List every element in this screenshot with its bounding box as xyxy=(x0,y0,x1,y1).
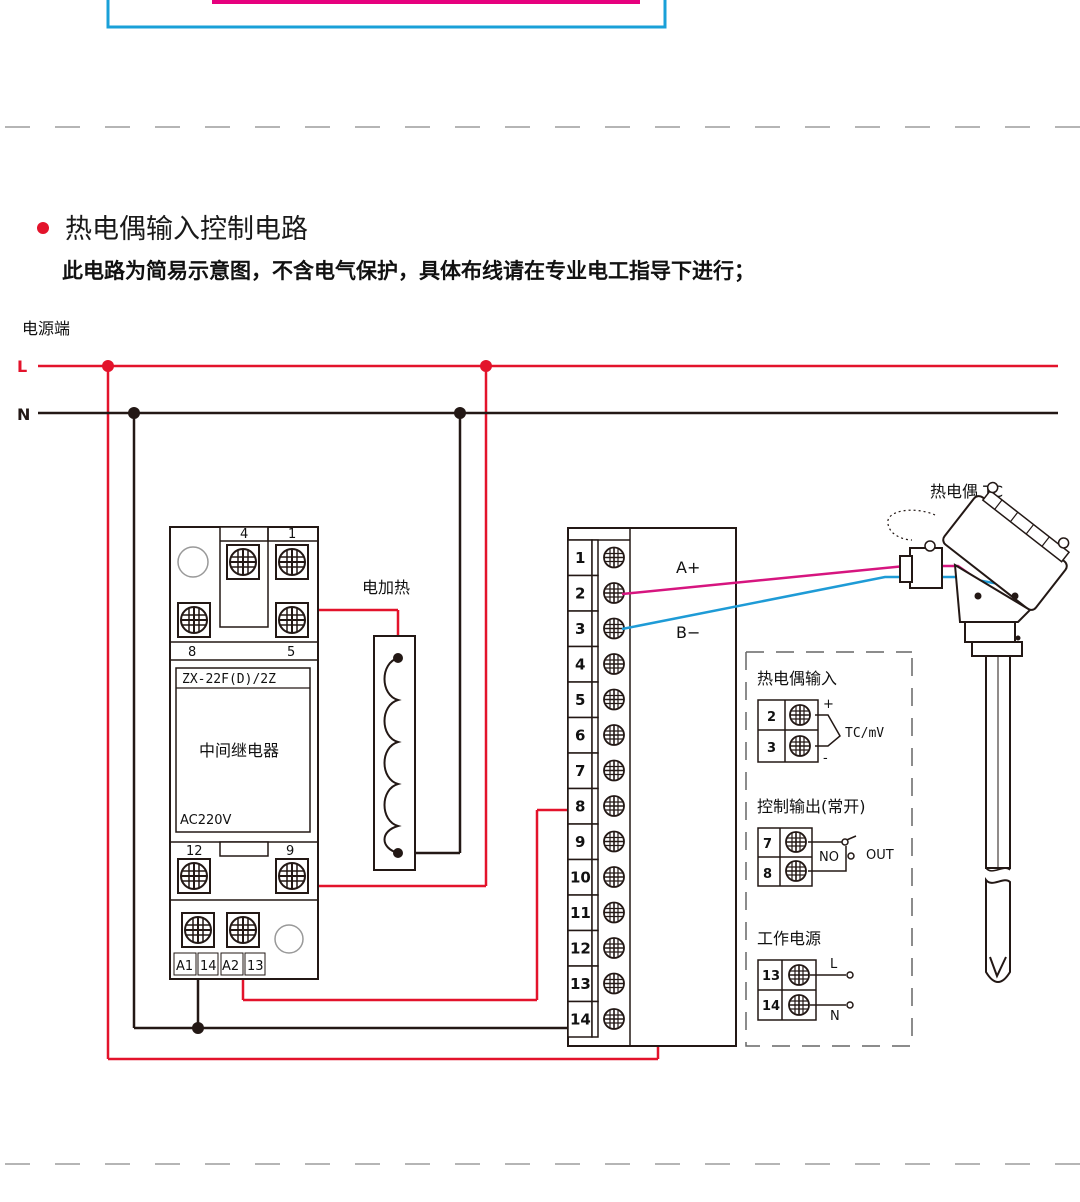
mount-hole-icon xyxy=(177,546,209,578)
relay: 4 1 8 5 ZX-22F(D)/2Z 中间继电器 AC220V 12 9 A… xyxy=(169,526,319,980)
relay-terminal-12: 12 xyxy=(186,844,203,859)
terminal-screw-icon xyxy=(603,546,625,569)
terminal-screw-icon xyxy=(603,866,625,888)
relay-voltage: AC220V xyxy=(180,813,232,828)
controller-terminal-number: 6 xyxy=(575,727,585,745)
thermocouple-sensor: 热电偶 TC xyxy=(887,481,1071,983)
terminal-screw-icon xyxy=(603,1008,625,1030)
relay-14-label: 14 xyxy=(200,959,217,974)
controller-terminal-number: 2 xyxy=(575,585,585,603)
terminal-screw-icon xyxy=(603,795,625,817)
legend-power-title: 工作电源 xyxy=(757,929,821,948)
terminal-screw-icon xyxy=(603,688,625,711)
terminal-screw-icon xyxy=(603,617,625,640)
relay-terminal-8: 8 xyxy=(188,645,196,660)
controller-terminal-row: 14 xyxy=(567,1000,625,1038)
section-title: 热电偶输入控制电路 xyxy=(65,214,308,245)
legend-output-terminal-7: 7 xyxy=(763,837,772,852)
terminal-a-plus-label: A+ xyxy=(676,558,700,577)
legend-power-l: L xyxy=(830,957,838,972)
legend-output-no: NO xyxy=(819,850,839,865)
power-label: 电源端 xyxy=(22,319,70,338)
legend-tc-plus: + xyxy=(823,697,834,712)
legend-tc-title: 热电偶输入 xyxy=(757,669,837,688)
terminal-screw-icon xyxy=(603,937,625,959)
controller-terminal-number: 9 xyxy=(575,833,585,851)
relay-a2-label: A2 xyxy=(222,959,239,974)
controller-terminal-number: 4 xyxy=(575,656,585,674)
relay-terminal-9: 9 xyxy=(286,844,294,859)
controller-terminal-number: 1 xyxy=(575,549,585,567)
terminal-screw-icon xyxy=(603,653,625,675)
legend-power-n: N xyxy=(830,1009,840,1024)
terminal-screw-icon xyxy=(603,759,625,782)
controller-terminal-number: 13 xyxy=(570,975,591,993)
terminal-screw-icon xyxy=(603,901,625,924)
terminal-legend: 热电偶输入 2 3 + - TC/mV 控制输出(常开) 7 8 NO OUT … xyxy=(745,651,913,1047)
controller-terminal-number: 8 xyxy=(575,798,585,816)
line-n-label: N xyxy=(17,405,30,424)
relay-13-label: 13 xyxy=(247,959,264,974)
relay-terminal-4: 4 xyxy=(240,527,248,542)
terminal-b-minus-label: B− xyxy=(676,623,700,642)
legend-output-terminal-8: 8 xyxy=(763,867,772,882)
legend-output-title: 控制输出(常开) xyxy=(757,797,866,816)
controller-terminal-number: 7 xyxy=(575,762,585,780)
heater: 电加热 xyxy=(362,578,416,871)
mount-hole-icon xyxy=(274,924,304,954)
terminal-screw-icon xyxy=(603,830,625,853)
controller-terminal-row: 8 xyxy=(567,787,625,825)
relay-terminal-5: 5 xyxy=(287,645,295,660)
controller-terminal-row: 5 xyxy=(567,681,625,719)
heater-coil-icon xyxy=(383,657,402,854)
controller-terminal-number: 14 xyxy=(570,1011,591,1029)
legend-power-terminal-13: 13 xyxy=(762,969,780,984)
controller-terminal-number: 11 xyxy=(570,904,591,922)
section-subtitle: 此电路为简易示意图，不含电气保护，具体布线请在专业电工指导下进行； xyxy=(62,259,755,283)
controller-terminal-number: 12 xyxy=(570,940,591,958)
controller-terminal-row: 2 xyxy=(567,574,625,612)
bullet-icon xyxy=(37,222,49,234)
controller-terminal-number: 5 xyxy=(575,691,585,709)
terminal-screw-icon xyxy=(603,724,625,746)
legend-tc-signal: TC/mV xyxy=(845,726,884,741)
line-l-label: L xyxy=(17,357,27,376)
relay-a1-label: A1 xyxy=(176,959,193,974)
legend-tc-minus: - xyxy=(823,751,828,766)
relay-model: ZX-22F(D)/2Z xyxy=(182,672,276,687)
top-frame xyxy=(106,0,667,29)
terminal-screw-icon xyxy=(603,582,625,604)
relay-name: 中间继电器 xyxy=(199,741,279,760)
controller-terminal-row: 6 xyxy=(567,716,625,754)
legend-output-out: OUT xyxy=(866,848,894,863)
heater-label: 电加热 xyxy=(362,578,410,597)
legend-tc-terminal-2: 2 xyxy=(767,710,776,725)
controller-terminal-number: 3 xyxy=(575,620,585,638)
legend-tc-terminal-3: 3 xyxy=(767,741,776,756)
legend-power-terminal-14: 14 xyxy=(762,999,780,1014)
controller-terminal-number: 10 xyxy=(570,869,591,887)
terminal-screw-icon xyxy=(603,972,625,995)
relay-terminal-1: 1 xyxy=(288,527,296,542)
thermocouple-label: 热电偶 TC xyxy=(930,482,1003,501)
